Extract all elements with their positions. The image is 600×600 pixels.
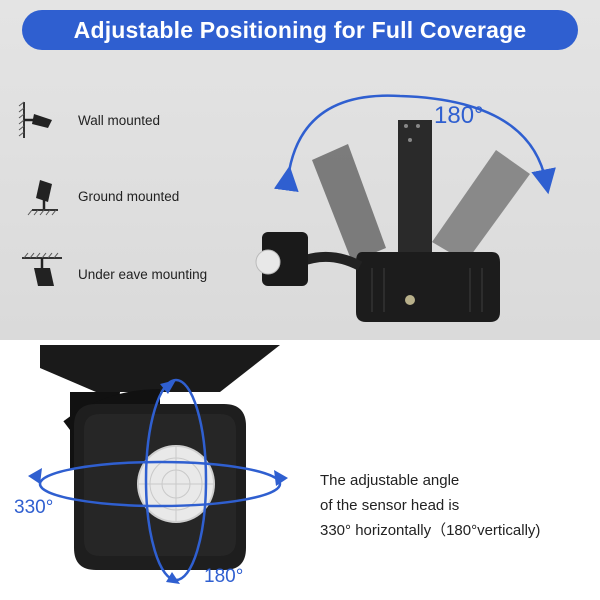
caption-line: of the sensor head is bbox=[320, 497, 460, 514]
mount-label-ground: Ground mounted bbox=[78, 188, 180, 204]
title-banner: Adjustable Positioning for Full Coverage bbox=[22, 10, 578, 50]
fixture-ghost-right bbox=[432, 150, 530, 262]
wall-mount-icon bbox=[18, 101, 52, 138]
under-eave-mount-icon bbox=[22, 252, 62, 286]
mount-option-ground: Ground mounted bbox=[18, 174, 268, 218]
vertical-angle-label: 180° bbox=[204, 566, 244, 587]
mount-label-eave: Under eave mounting bbox=[78, 266, 208, 282]
rotation-arc-180 bbox=[273, 94, 556, 195]
mount-label-wall: Wall mounted bbox=[78, 112, 161, 128]
fixture-housing-closeup bbox=[40, 345, 280, 392]
banner-title: Adjustable Positioning for Full Coverage bbox=[73, 16, 527, 43]
caption-line: 330° horizontally（180°vertically) bbox=[320, 522, 541, 539]
mount-option-eave: Under eave mounting bbox=[18, 252, 268, 296]
ground-mount-icon bbox=[27, 180, 58, 216]
fixture-ghost-left bbox=[312, 144, 386, 262]
caption-line: The adjustable angle bbox=[320, 472, 460, 489]
mount-option-wall: Wall mounted bbox=[18, 98, 268, 142]
fixture-base bbox=[356, 252, 500, 322]
sensor-caption: The adjustable angle of the sensor head … bbox=[320, 468, 596, 543]
rotation-angle-label: 180° bbox=[434, 102, 484, 129]
horizontal-angle-label: 330° bbox=[14, 497, 54, 518]
fixture-upright bbox=[398, 120, 432, 260]
